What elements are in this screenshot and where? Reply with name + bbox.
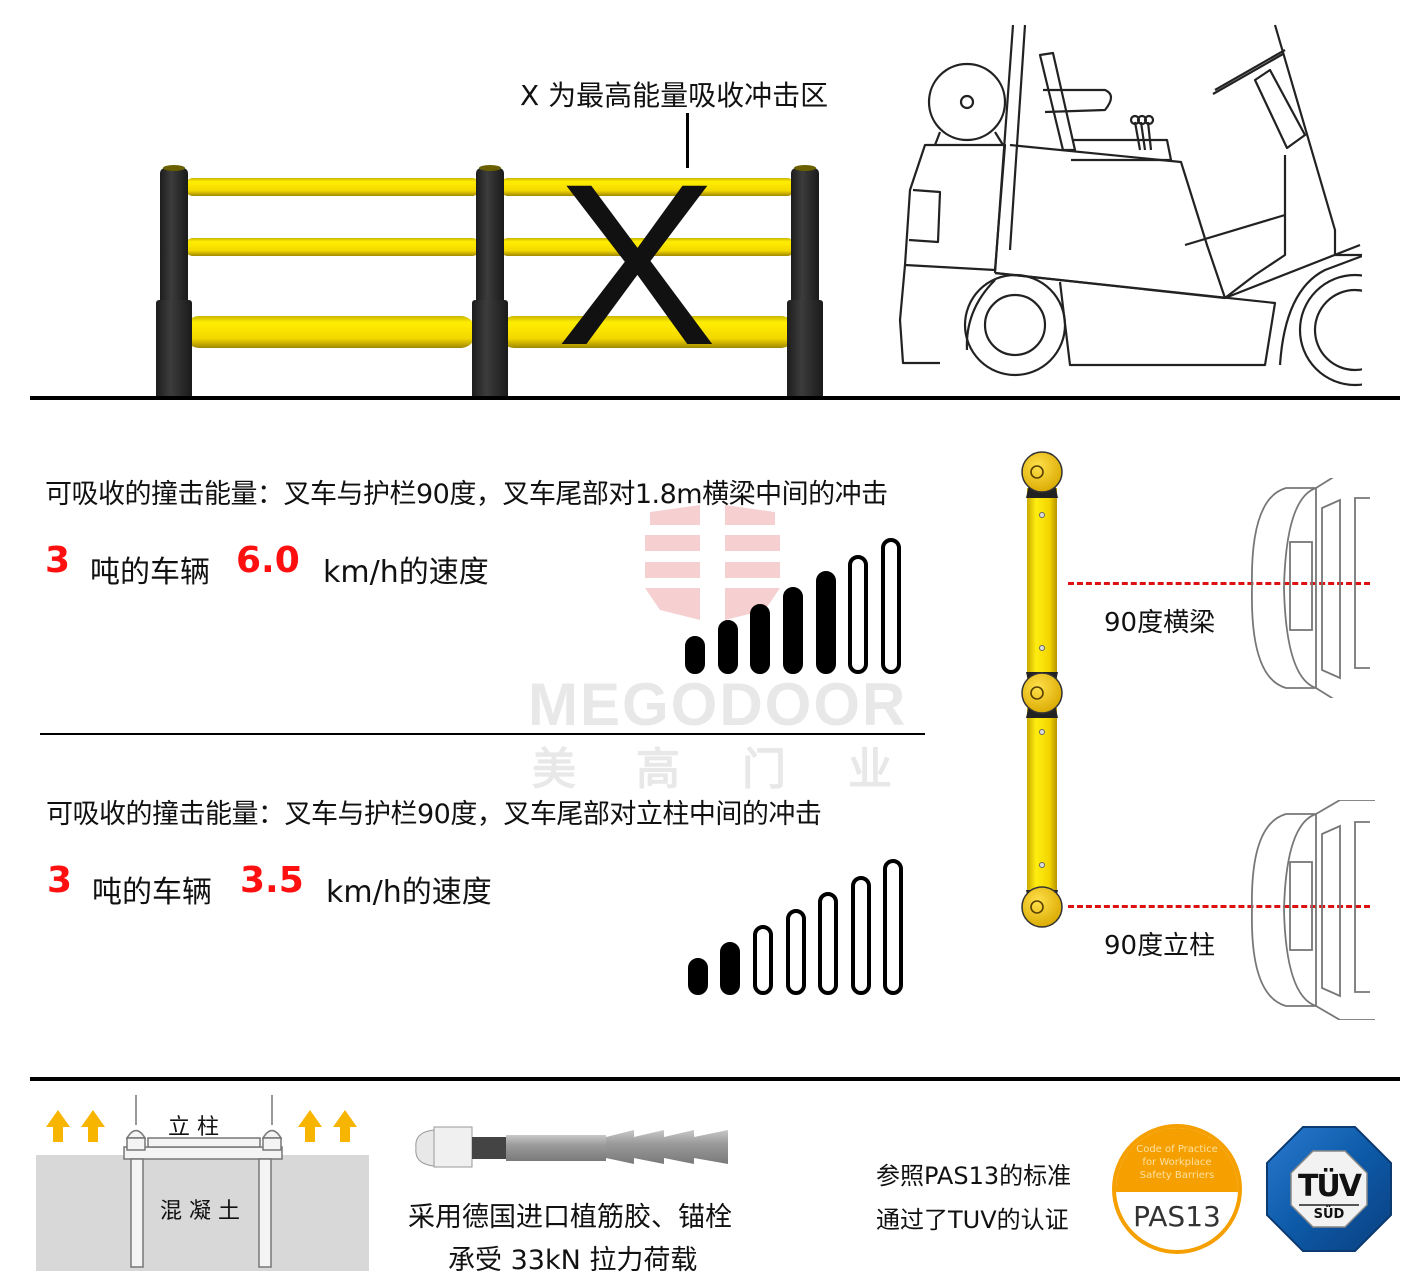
meter-bar-7 [883,859,903,995]
forklift-illustration [898,24,1365,390]
vehicle-weight-unit: 吨的车辆 [90,555,210,590]
meter-bar-5 [818,892,838,995]
speed-value: 6.0 [236,540,300,581]
meter-bar-3 [753,925,773,995]
pas13-line1: Code of Practice [1136,1144,1218,1155]
top-view-barrier [1021,451,1063,928]
beam-impact-label: 90度横梁 [1104,608,1216,638]
concrete-block [36,1155,369,1271]
top-illustration: X 为最高能量吸收冲击区 [0,0,1428,400]
meter-bar-3 [750,604,770,674]
speed-unit: km/h的速度 [323,555,489,590]
meter-bar-6 [851,876,871,995]
section-caption: 可吸收的撞击能量：叉车与护栏90度，叉车尾部对立柱中间的冲击 [46,799,822,830]
vehicle-weight-value: 3 [47,860,73,901]
callout-leader-line [686,113,689,168]
post-label: 立 柱 [168,1115,219,1140]
beam-impact-line [1068,582,1370,585]
meter-bar-4 [786,909,806,995]
impact-x-mark: X [556,136,718,393]
tuv-badge-top: TÜV [1297,1169,1362,1204]
meter-bar-2 [720,942,740,995]
anchor-bolts-graphic [46,1095,357,1268]
pas13-line2: for Workplace [1142,1157,1212,1168]
tuv-sud-badge: TÜV SÜD [1265,1125,1393,1253]
watermark-brand-text: MEGODOOR [528,671,908,738]
meter-bar-2 [718,620,738,674]
tuv-badge-bottom: SÜD [1313,1207,1345,1222]
bolt-description-2: 承受 33kN 拉力荷载 [448,1245,698,1276]
meter-bar-6 [848,555,868,674]
speed-unit: km/h的速度 [326,875,492,910]
watermark-cn-1: 美 [532,745,576,794]
impact-zone-callout: X 为最高能量吸收冲击区 [520,79,829,112]
concrete-label: 混 凝 土 [160,1199,240,1224]
section-caption: 可吸收的撞击能量：叉车与护栏90度，叉车尾部对1.8m横梁中间的冲击 [45,479,888,510]
meter-bar-1 [688,958,708,995]
post-impact-line [1068,905,1370,908]
forklift-rear-topview-1 [1251,478,1370,698]
watermark-cn-3: 门 [742,745,786,794]
section-divider [40,733,925,735]
meter-bar-1 [685,636,705,674]
vehicle-weight-value: 3 [45,540,71,581]
post-impact-label: 90度立柱 [1104,931,1216,961]
watermark-cn-4: 业 [848,745,892,794]
anchor-bolt-illustration [415,1126,728,1168]
top-ground-line [30,396,1400,400]
speed-value: 3.5 [240,860,304,901]
forklift-rear-topview-2 [1251,800,1375,1020]
anchor-diagram: 立 柱 混 凝 土 [36,1095,370,1275]
pas13-badge: Code of Practice for Workplace Safety Ba… [1112,1124,1242,1254]
pas13-badge-top [1116,1128,1238,1192]
pas13-title: PAS13 [1133,1200,1221,1233]
brand-logo-watermark [645,505,780,620]
meter-bar-4 [783,587,803,674]
meter-bar-7 [881,538,901,674]
bolt-description-1: 采用德国进口植筋胶、锚栓 [408,1202,732,1233]
barrier-illustration [156,165,823,400]
pas13-line3: Safety Barriers [1139,1170,1215,1181]
certification-text-2: 通过了TUV的认证 [876,1206,1069,1234]
bottom-divider [30,1077,1400,1081]
certification-text-1: 参照PAS13的标准 [876,1162,1072,1190]
meter-bar-5 [816,571,836,674]
vehicle-weight-unit: 吨的车辆 [92,875,212,910]
watermark-cn-2: 高 [636,745,680,794]
